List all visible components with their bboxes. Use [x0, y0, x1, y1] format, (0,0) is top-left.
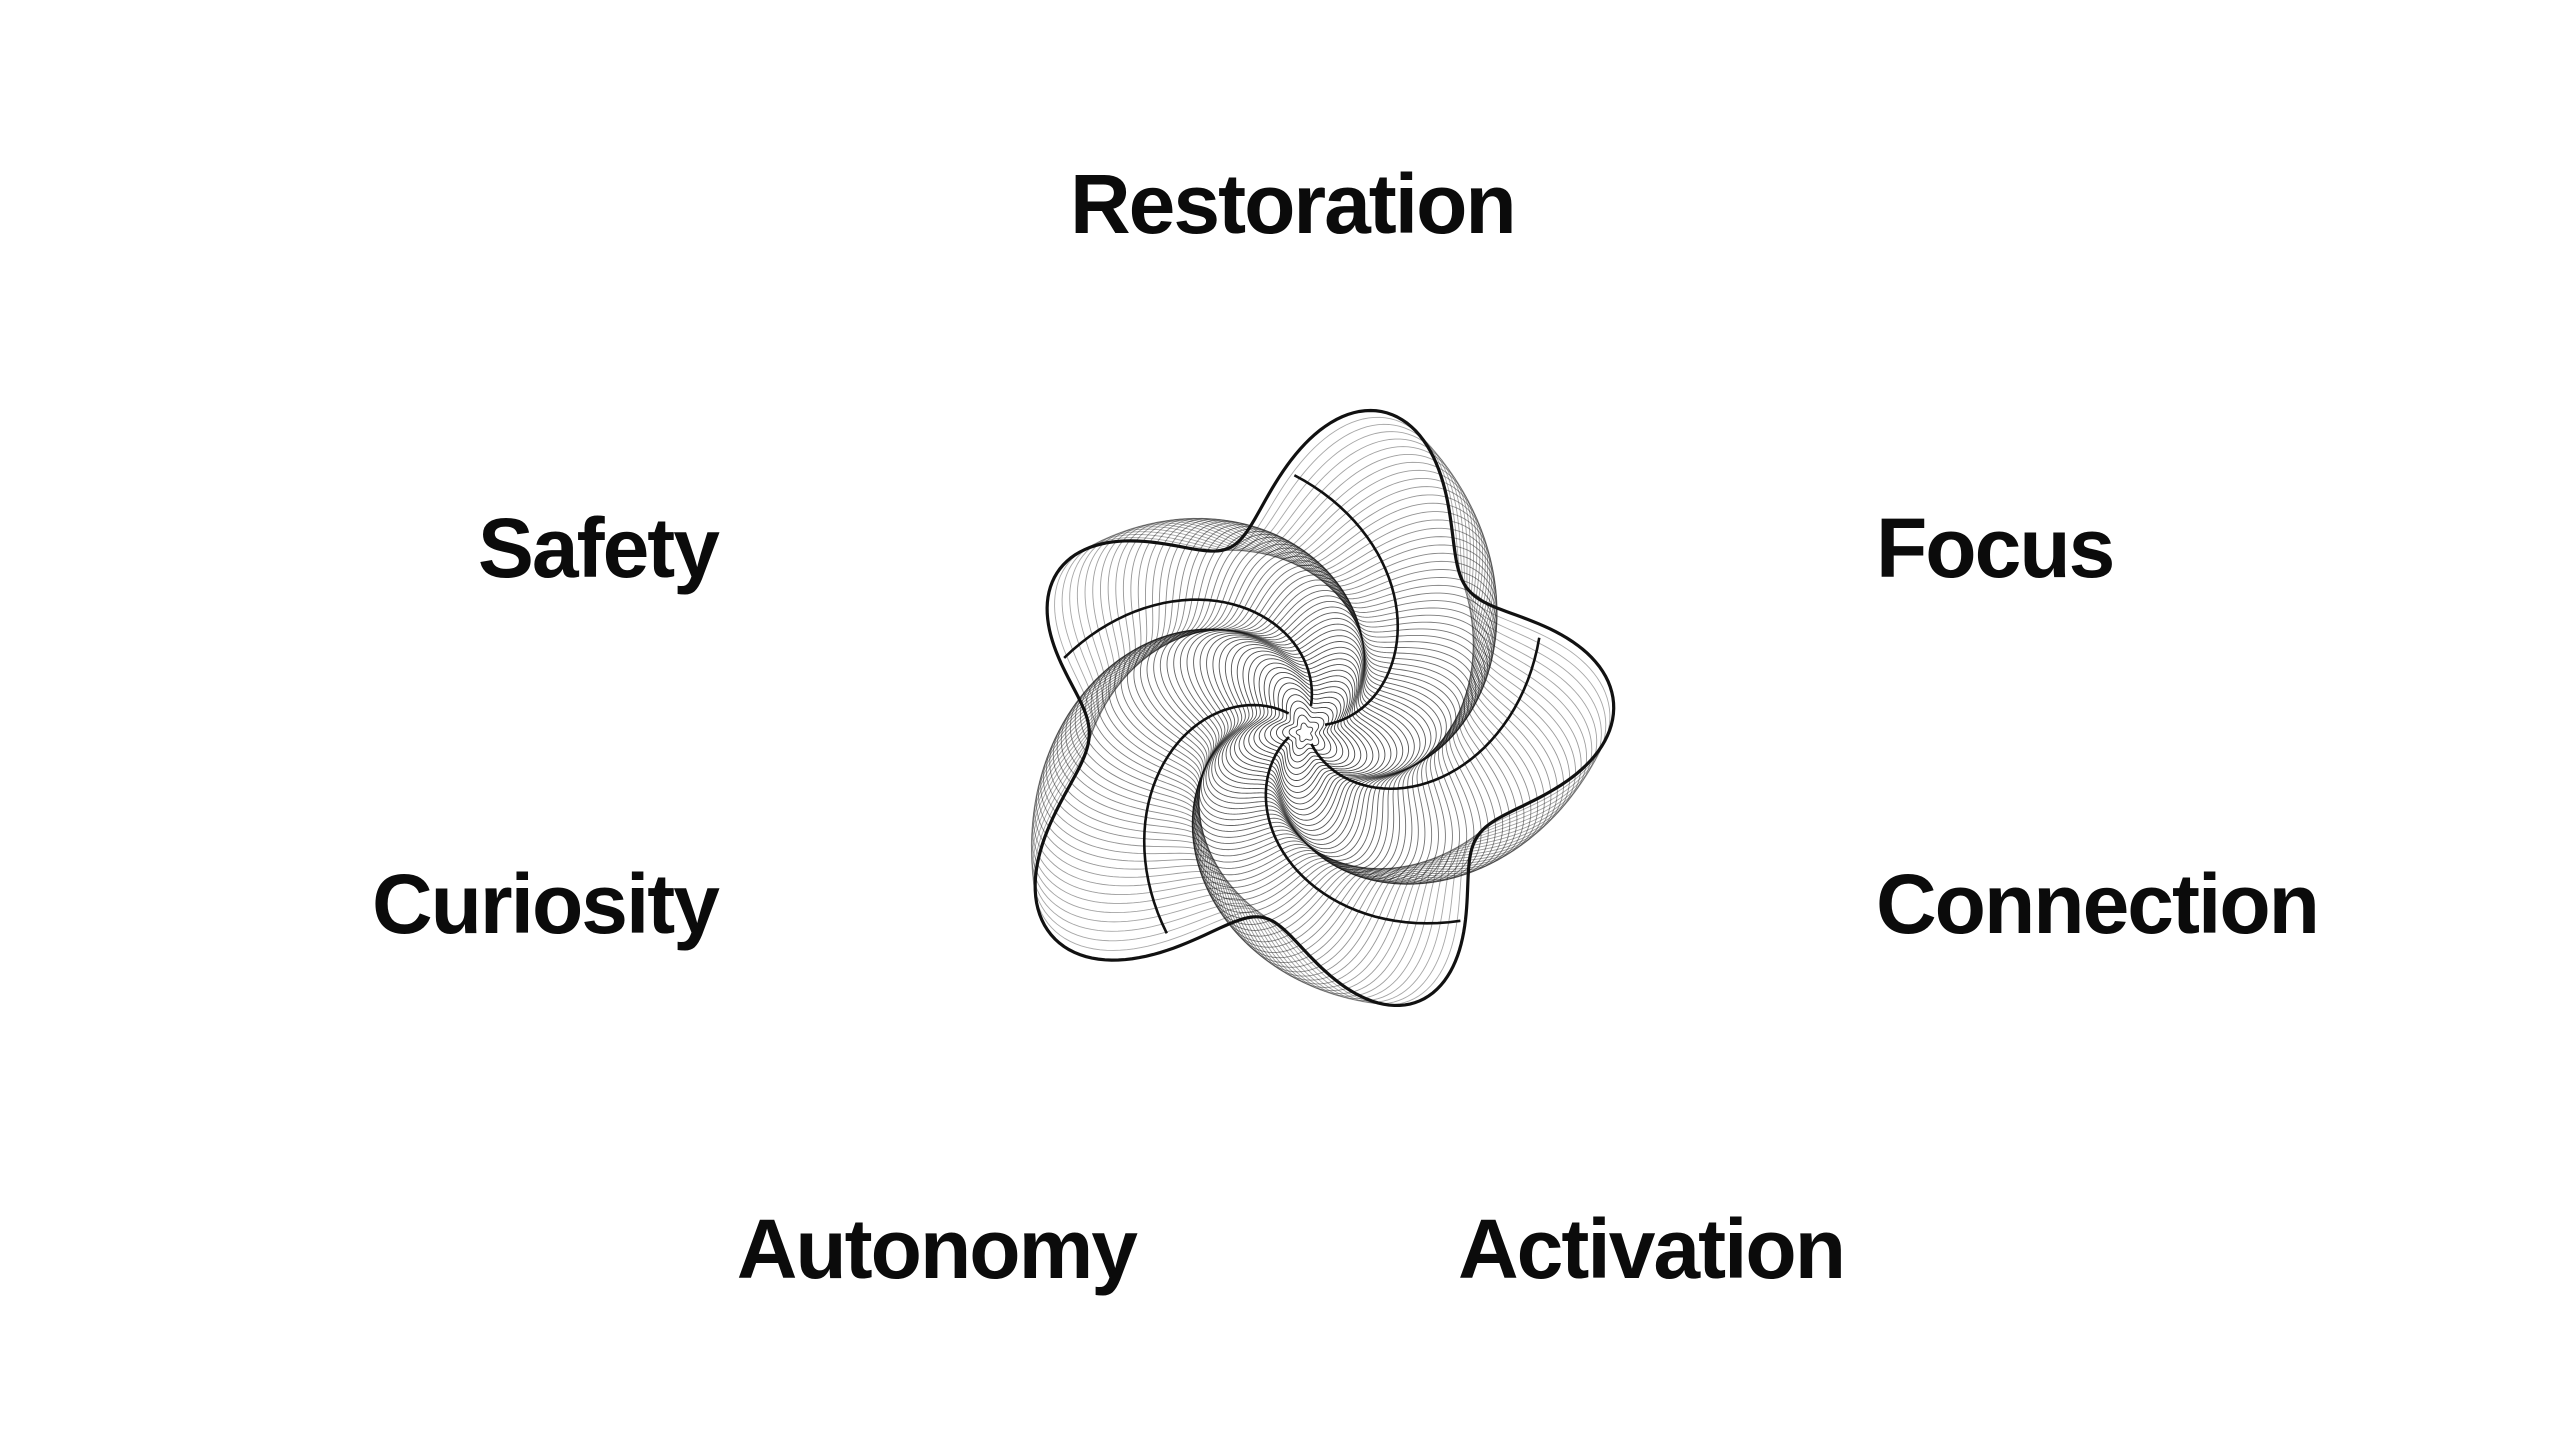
- inner-contour: [1035, 486, 1565, 985]
- inner-contour: [1074, 528, 1498, 931]
- inner-contour: [1096, 540, 1493, 907]
- inner-contour: [1238, 662, 1374, 805]
- inner-contour: [1282, 707, 1326, 756]
- inner-contour: [1079, 530, 1497, 925]
- inner-contour: [1270, 694, 1338, 769]
- inner-contour: [1217, 644, 1404, 831]
- contour-lines: [1030, 408, 1616, 1008]
- label-activation: Activation: [1458, 1202, 1846, 1296]
- inner-contour: [1090, 536, 1494, 913]
- inner-contour: [1033, 416, 1611, 1006]
- inner-contour: [1060, 522, 1511, 948]
- inner-contour: [1205, 623, 1426, 850]
- inner-contour: [1139, 569, 1473, 880]
- inner-contour: [1034, 477, 1571, 988]
- label-connection: Connection: [1876, 857, 2320, 951]
- inner-contour: [1030, 438, 1598, 1002]
- inner-contour: [1126, 560, 1480, 883]
- inner-contour: [1031, 453, 1588, 997]
- inner-contour: [1069, 526, 1498, 937]
- inner-contour: [1042, 511, 1545, 973]
- inner-contour: [1037, 494, 1558, 981]
- flower-blob-graphic: [1030, 408, 1616, 1008]
- inner-contour: [1030, 446, 1593, 1000]
- inner-contour: [1032, 423, 1607, 1005]
- inner-contour: [1065, 524, 1504, 943]
- inner-contour: [1253, 677, 1356, 787]
- inner-contour: [1049, 518, 1532, 964]
- inner-contour: [1146, 574, 1469, 878]
- label-safety: Safety: [477, 501, 720, 595]
- flower-blob-icon: [985, 405, 1625, 1045]
- petal-fold-line: [1264, 736, 1461, 925]
- inner-contour: [1234, 658, 1380, 810]
- inner-contour: [1208, 629, 1421, 845]
- inner-contour: [1243, 667, 1368, 799]
- inner-contour: [1032, 469, 1576, 992]
- inner-contour: [1031, 431, 1602, 1003]
- inner-contour: [1211, 635, 1415, 841]
- label-autonomy: Autonomy: [736, 1202, 1138, 1296]
- inner-contour: [1056, 520, 1518, 954]
- label-restoration: Restoration: [1070, 157, 1517, 251]
- inner-contour: [1052, 519, 1525, 959]
- inner-contour: [1295, 722, 1314, 743]
- inner-contour: [1264, 688, 1344, 775]
- petal-fold-line: [1142, 703, 1290, 934]
- inner-contour: [1031, 461, 1582, 995]
- inner-contour: [1108, 547, 1488, 895]
- inner-contour: [1114, 551, 1486, 888]
- label-focus: Focus: [1876, 501, 2115, 595]
- inner-contour: [1040, 502, 1552, 977]
- petal-fold-line: [1310, 637, 1541, 791]
- inner-contour: [1120, 555, 1483, 884]
- inner-contour: [1102, 543, 1491, 901]
- inner-contour: [1248, 671, 1362, 793]
- inner-contour: [1133, 564, 1477, 882]
- inner-contour: [1258, 682, 1350, 781]
- inner-contour: [1275, 700, 1332, 763]
- petal-fold-line: [1293, 474, 1400, 727]
- label-curiosity: Curiosity: [371, 857, 720, 951]
- outline-contour: [1033, 408, 1616, 1008]
- petal-fold-line: [1063, 598, 1314, 707]
